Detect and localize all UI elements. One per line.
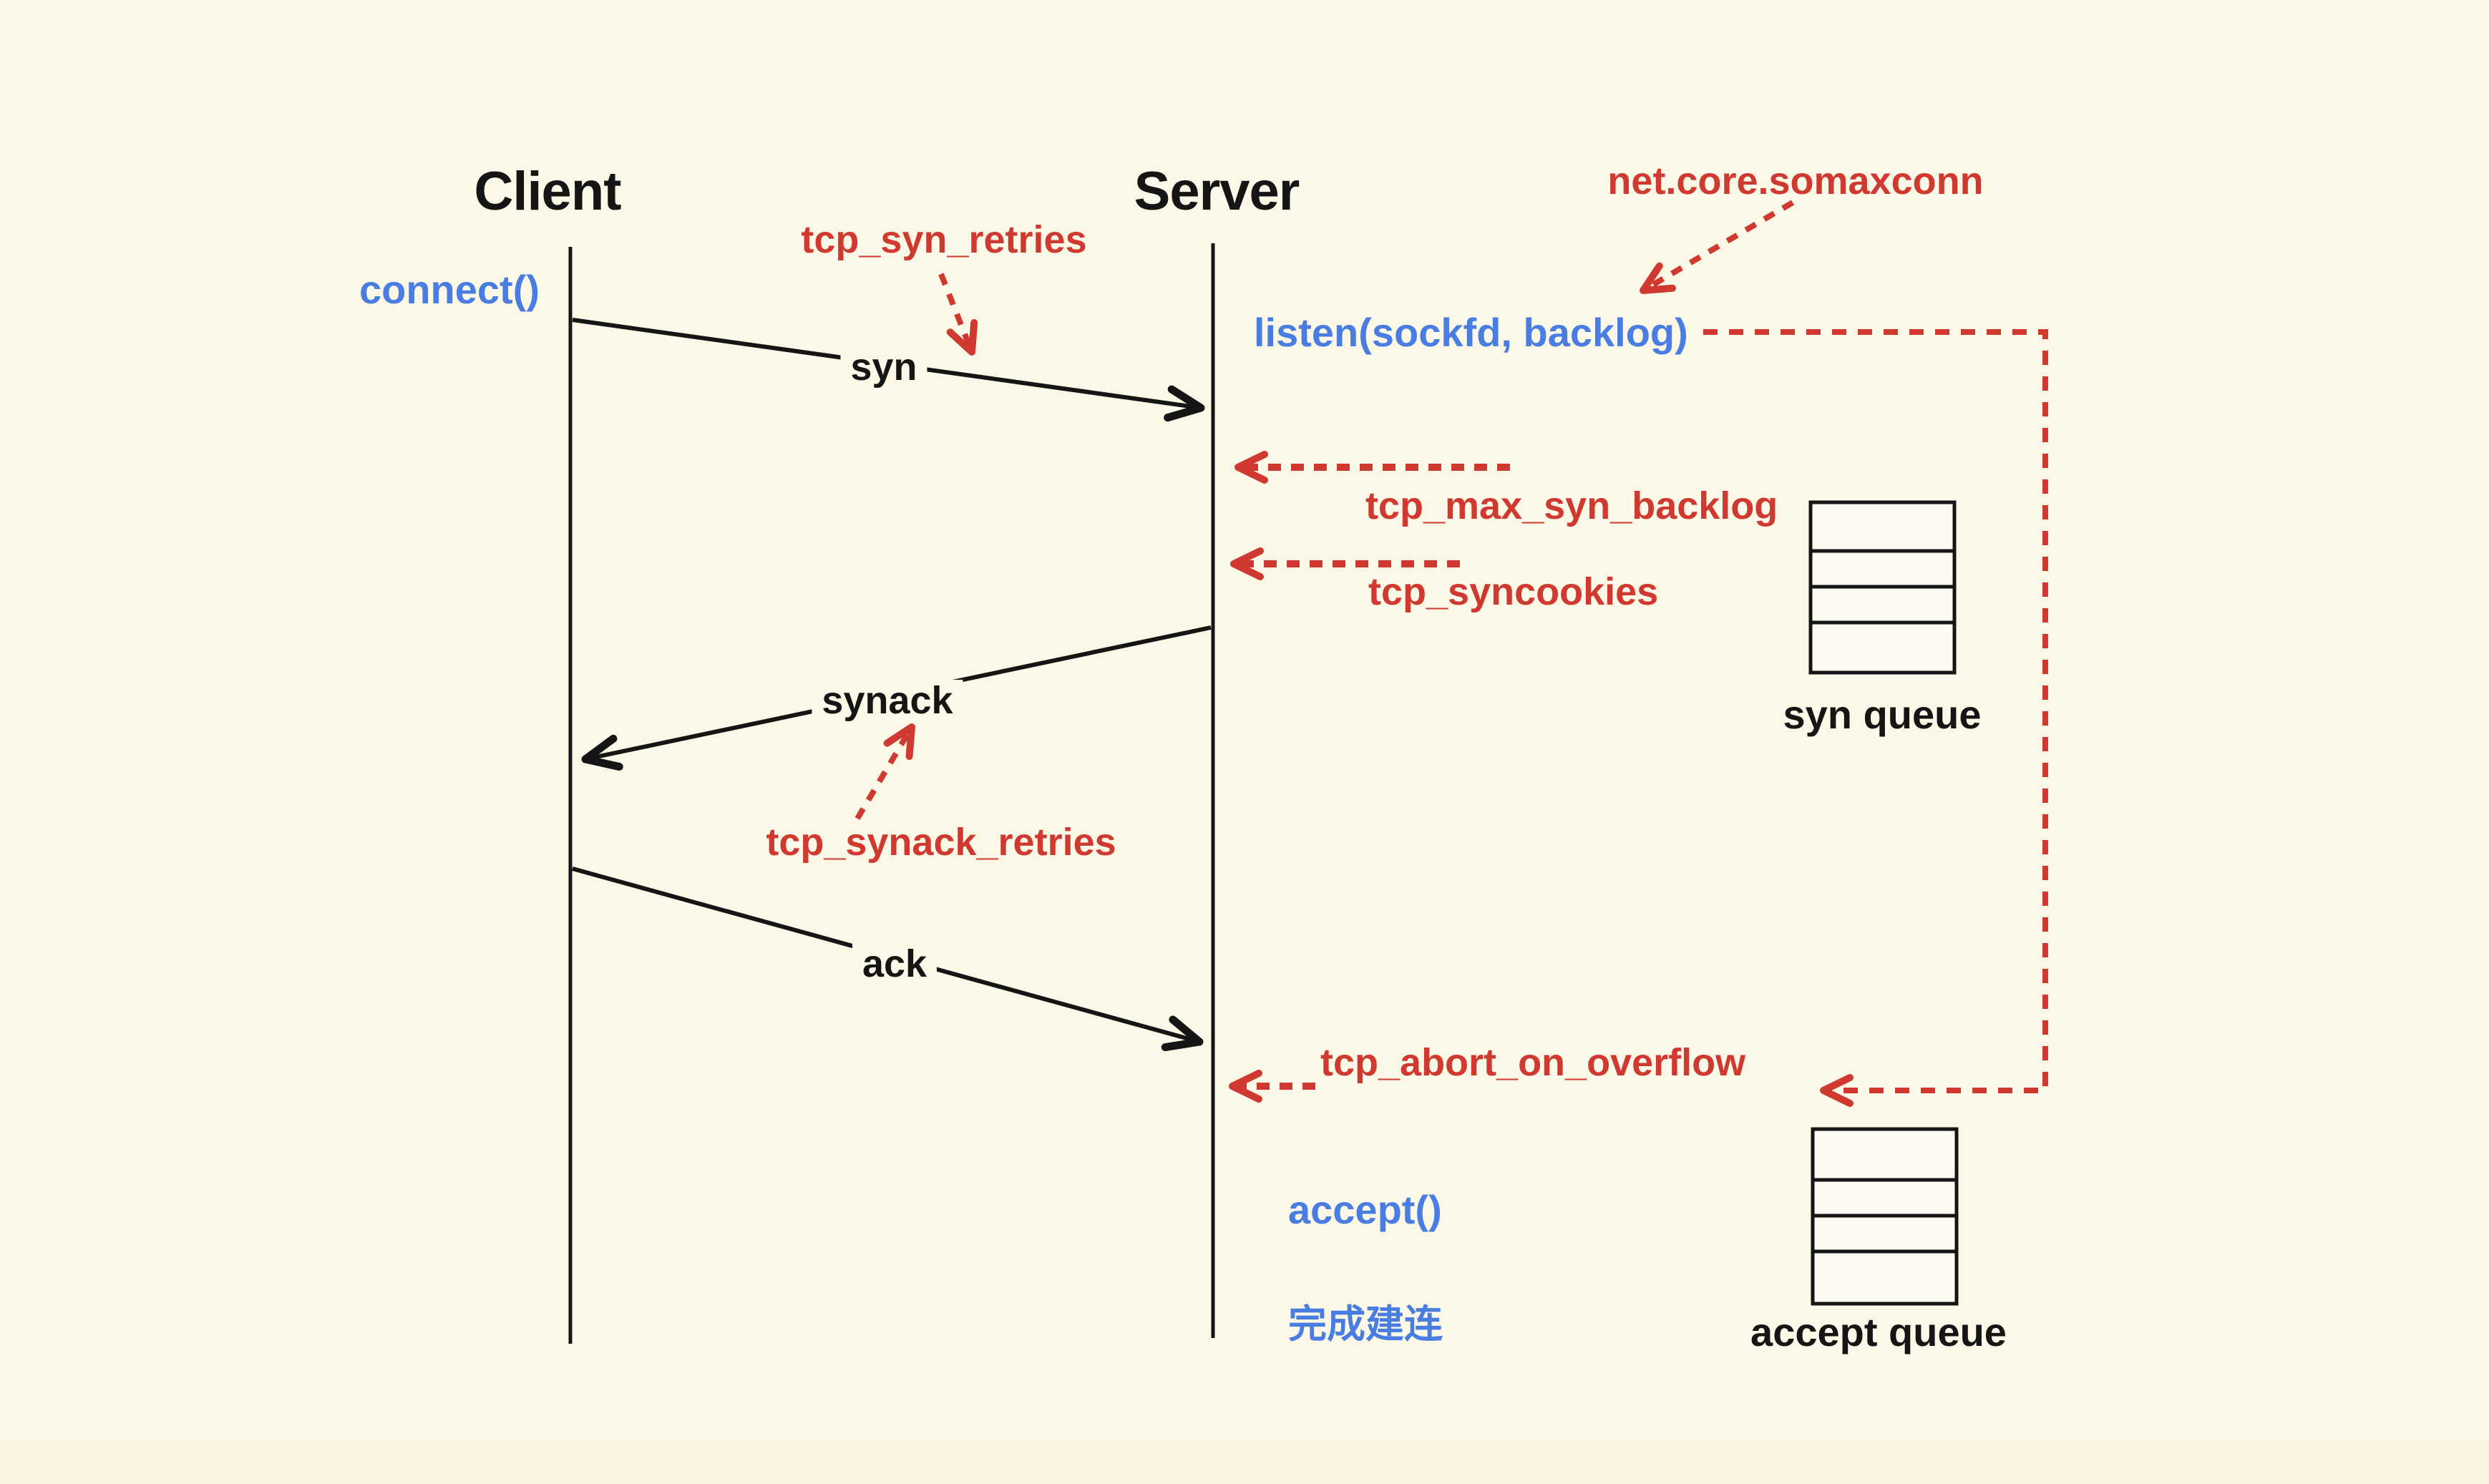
server-title: Server [1134, 161, 1300, 222]
somaxconn-arrow [1640, 200, 1795, 294]
kernel-param-somaxconn: net.core.somaxconn [1607, 160, 1984, 202]
connection-established-label: 完成建连 [1288, 1303, 1443, 1346]
kernel-param-tcp-max-syn-backlog: tcp_max_syn_backlog [1365, 484, 1778, 527]
syn-message-label: syn [840, 346, 927, 389]
tcp-synack-retries-arrow [854, 723, 915, 821]
ack-message-label: ack [852, 942, 937, 986]
bottom-shade-band [0, 1440, 2489, 1484]
backlog-route-dashed-line [1703, 329, 2048, 1107]
accept-queue-label: accept queue [1750, 1309, 2007, 1354]
kernel-param-tcp-syn-retries: tcp_syn_retries [801, 218, 1087, 261]
accept-queue-box [1811, 1127, 1959, 1306]
syn-queue-box [1808, 500, 1957, 675]
tcp-syn-retries-arrow [938, 273, 978, 356]
kernel-param-tcp-synack-retries: tcp_synack_retries [766, 821, 1116, 864]
connect-call-label: connect() [359, 267, 540, 312]
syn-queue-label: syn queue [1783, 692, 1982, 737]
kernel-param-tcp-syncookies: tcp_syncookies [1368, 570, 1659, 613]
accept-call-label: accept() [1288, 1187, 1442, 1232]
listen-call-label: listen(sockfd, backlog) [1254, 310, 1688, 355]
synack-message-label: synack [812, 679, 963, 723]
client-title: Client [474, 161, 621, 222]
kernel-param-tcp-abort-on-overflow: tcp_abort_on_overflow [1320, 1041, 1746, 1084]
